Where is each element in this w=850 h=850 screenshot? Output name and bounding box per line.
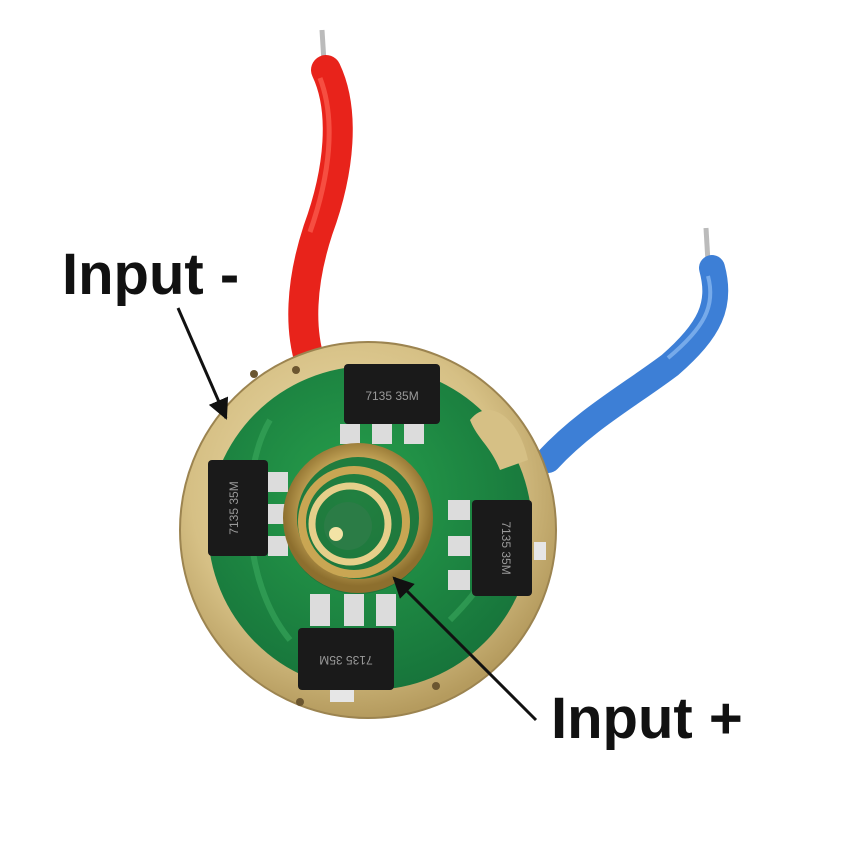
red-wire [288, 29, 353, 377]
arrow-input-minus [176, 307, 229, 420]
spring-contact [283, 443, 433, 594]
chip-top: 7135 35M [340, 364, 440, 444]
label-input-plus: Input + [551, 686, 743, 751]
chip-bottom: 7135 35M [298, 594, 396, 702]
chip-marking: 7135 35M [365, 389, 418, 403]
label-input-minus: Input - [62, 242, 240, 307]
chip-left: 7135 35M [208, 460, 288, 556]
chip-marking: 7135 35M [319, 653, 372, 667]
blue-wire [535, 227, 729, 473]
chip-marking: 7135 35M [227, 481, 241, 534]
chip-marking: 7135 35M [499, 521, 513, 574]
arrow-input-plus [392, 576, 538, 722]
chip-right: 7135 35M [448, 500, 546, 596]
